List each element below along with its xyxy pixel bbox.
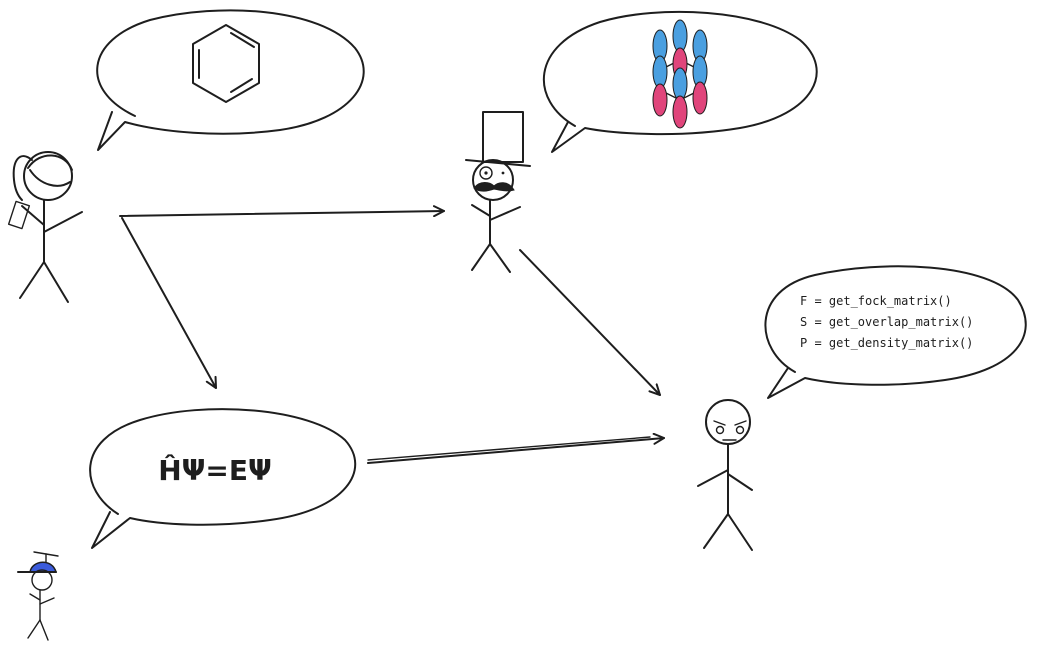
code-speech-bubble: F = get_fock_matrix() S = get_overlap_ma… [764,265,1027,399]
code-line: P = get_density_matrix() [800,336,973,350]
benzene-speech-bubble [96,9,365,151]
arrow-to-equation-bubble [121,217,217,389]
orbital-lobe-red [652,83,668,117]
girl-stick-figure [7,151,83,303]
orbital-lobe-blue [672,19,688,53]
code-line: F = get_fock_matrix() [800,294,952,308]
arrow-equation-to-programmer-double-stroke [367,436,651,461]
top-hat-icon [482,111,524,163]
benzene-icon [192,24,260,103]
code-line: S = get_overlap_matrix() [800,315,973,329]
equation-speech-bubble: ĤΨ=EΨ [89,408,357,549]
molecular-orbital-icon [652,19,708,129]
arrow-to-programmer-figure [519,249,661,396]
monocle-icon [479,166,493,180]
propeller-cap-stick-figure [17,551,59,641]
schrodinger-equation: ĤΨ=EΨ [158,453,272,487]
orbitals-speech-bubble [542,10,818,153]
top-hat-stick-figure [465,111,531,273]
orbital-lobe-red [692,81,708,115]
orbital-lobe-red [672,95,688,129]
orbital-lobe-blue [672,67,688,101]
arrow-equation-to-programmer [367,432,665,464]
notebook-icon [7,200,31,230]
programmer-stick-figure [697,399,753,551]
arrow-to-top-hat-figure [119,205,445,218]
arrows [119,205,665,464]
mustache-icon [473,182,515,192]
orbital-lobe-blue [652,55,668,89]
